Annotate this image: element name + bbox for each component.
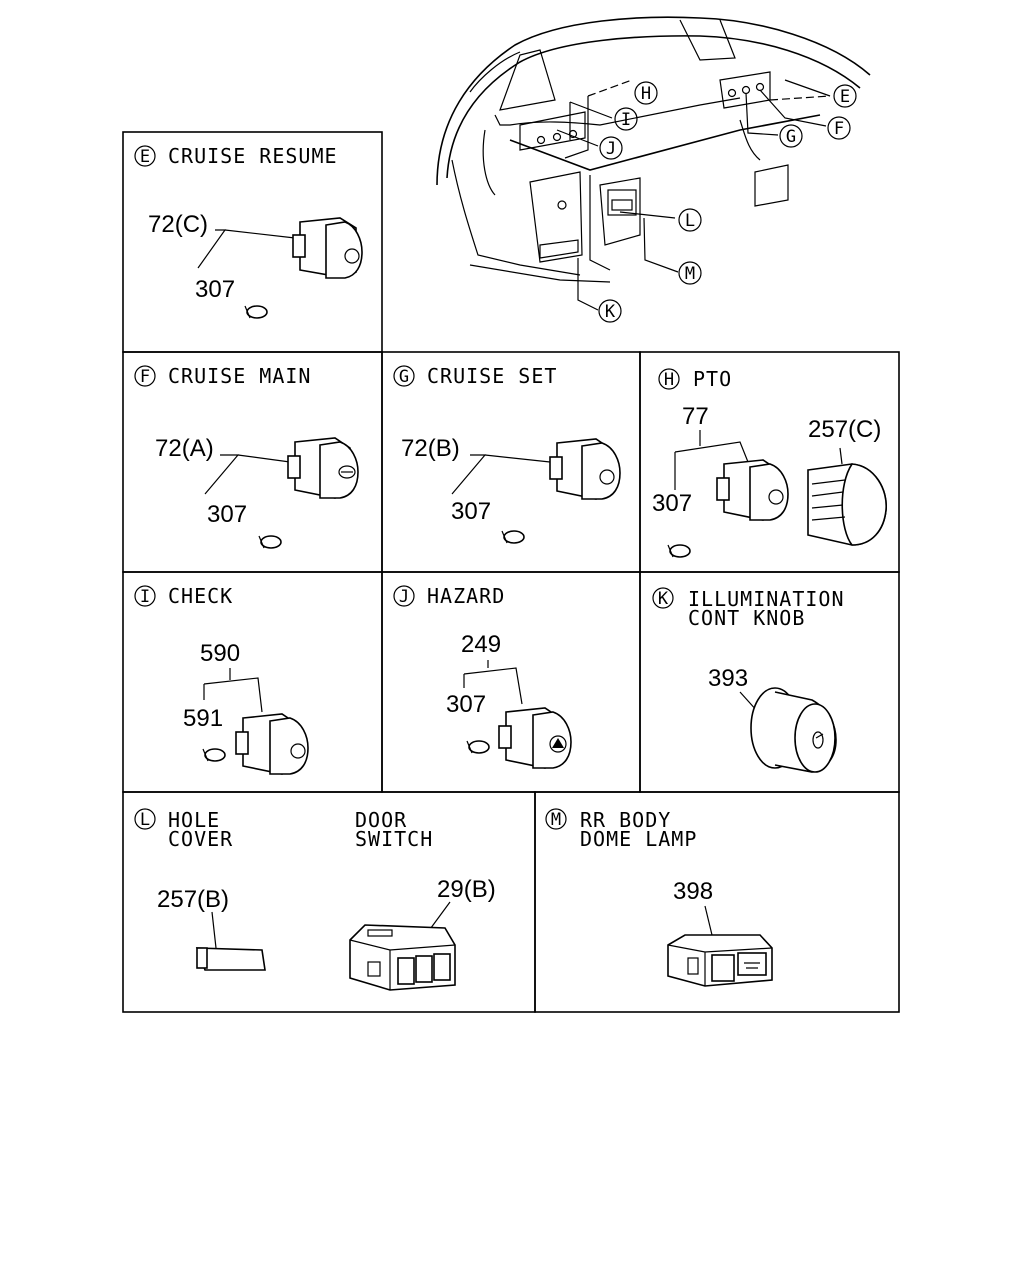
part-number: 393 bbox=[708, 665, 748, 692]
callout-G: G bbox=[779, 124, 803, 148]
bulb-part bbox=[202, 748, 226, 762]
cover-part bbox=[807, 447, 887, 546]
dashboard-overview bbox=[436, 16, 871, 311]
callout-H: H bbox=[634, 81, 658, 105]
part-number: 307 bbox=[451, 498, 491, 525]
callout-I: I bbox=[614, 107, 638, 131]
svg-text:K: K bbox=[605, 302, 616, 322]
panel-cruise-set: G CRUISE SET 72(B) 307 bbox=[393, 364, 621, 544]
svg-text:J: J bbox=[606, 139, 616, 159]
callout-F: F bbox=[827, 116, 851, 140]
door-switch-part bbox=[349, 924, 456, 991]
knob-part bbox=[750, 687, 837, 773]
switch-part bbox=[716, 459, 789, 521]
panel-title: SWITCH bbox=[355, 827, 433, 851]
panel-illumination-knob: K ILLUMINATION CONT KNOB 393 bbox=[652, 587, 845, 773]
part-number: 307 bbox=[195, 276, 235, 303]
panel-title: ILLUMINATION bbox=[688, 587, 845, 611]
part-number: 249 bbox=[461, 631, 501, 658]
callout-J: J bbox=[599, 136, 623, 160]
panel-letter: M bbox=[551, 810, 561, 830]
panel-letter: K bbox=[658, 589, 669, 609]
switch-part bbox=[287, 437, 359, 499]
hole-cover-part bbox=[195, 947, 266, 971]
svg-text:E: E bbox=[840, 87, 850, 107]
panel-grid bbox=[122, 131, 900, 1013]
part-number: 72(C) bbox=[148, 211, 208, 238]
part-number: 29(B) bbox=[437, 876, 496, 903]
panel-letter: G bbox=[399, 367, 409, 387]
panel-dome-lamp: M RR BODY DOME LAMP 398 bbox=[545, 808, 773, 987]
panel-letter: E bbox=[140, 147, 150, 167]
part-number: 591 bbox=[183, 705, 223, 732]
callout-E: E bbox=[833, 84, 857, 108]
callout-M: M bbox=[678, 261, 702, 285]
panel-letter: F bbox=[140, 367, 150, 387]
svg-text:G: G bbox=[786, 127, 796, 147]
switch-part bbox=[235, 713, 309, 775]
panel-title: CRUISE MAIN bbox=[168, 364, 311, 388]
panel-title: COVER bbox=[168, 827, 233, 851]
part-number: 72(A) bbox=[155, 435, 214, 462]
panel-title: DOME LAMP bbox=[580, 827, 697, 851]
switch-part bbox=[549, 438, 621, 500]
panel-cruise-main: F CRUISE MAIN 72(A) 307 bbox=[134, 364, 359, 549]
panel-title: DOOR bbox=[355, 808, 407, 832]
part-number: 307 bbox=[652, 490, 692, 517]
part-number: 398 bbox=[673, 878, 713, 905]
bulb-part bbox=[258, 535, 282, 549]
part-number: 307 bbox=[446, 691, 486, 718]
callout-K: K bbox=[598, 299, 622, 323]
switch-part bbox=[292, 217, 363, 279]
panel-title: CONT KNOB bbox=[688, 606, 805, 630]
bulb-part bbox=[244, 305, 268, 319]
part-number: 72(B) bbox=[401, 435, 460, 462]
panel-hole-cover-door-switch: L HOLE COVER DOOR SWITCH 257(B) 29(B) bbox=[134, 808, 496, 991]
panel-title: HAZARD bbox=[427, 584, 505, 608]
panel-letter: L bbox=[140, 810, 150, 830]
panel-title: HOLE bbox=[168, 808, 220, 832]
bulb-part bbox=[466, 740, 490, 754]
svg-text:F: F bbox=[834, 119, 844, 139]
svg-text:M: M bbox=[685, 264, 695, 284]
panel-cruise-resume: E CRUISE RESUME 72(C) 307 bbox=[134, 144, 363, 319]
bulb-part bbox=[667, 544, 691, 558]
part-number: 307 bbox=[207, 501, 247, 528]
panel-title: CHECK bbox=[168, 584, 233, 608]
part-number: 77 bbox=[682, 403, 709, 430]
svg-text:I: I bbox=[621, 110, 631, 130]
panel-title: PTO bbox=[693, 367, 732, 391]
panel-hazard: J HAZARD 249 307 bbox=[393, 584, 572, 769]
panel-letter: J bbox=[399, 587, 409, 607]
part-number: 590 bbox=[200, 640, 240, 667]
svg-text:L: L bbox=[685, 211, 695, 231]
panel-letter: I bbox=[140, 587, 150, 607]
panel-title: CRUISE SET bbox=[427, 364, 557, 388]
part-number: 257(C) bbox=[808, 416, 881, 443]
part-number: 257(B) bbox=[157, 886, 229, 913]
bulb-part bbox=[501, 530, 525, 544]
switch-part bbox=[498, 707, 572, 769]
callout-L: L bbox=[678, 208, 702, 232]
panel-title: CRUISE RESUME bbox=[168, 144, 338, 168]
dome-lamp-switch-part bbox=[667, 934, 773, 987]
panel-pto: H PTO 77 307 257(C) bbox=[652, 367, 887, 558]
svg-text:H: H bbox=[641, 84, 651, 104]
panel-letter: H bbox=[664, 370, 674, 390]
panel-check: I CHECK 590 591 bbox=[134, 584, 309, 775]
panel-title: RR BODY bbox=[580, 808, 671, 832]
